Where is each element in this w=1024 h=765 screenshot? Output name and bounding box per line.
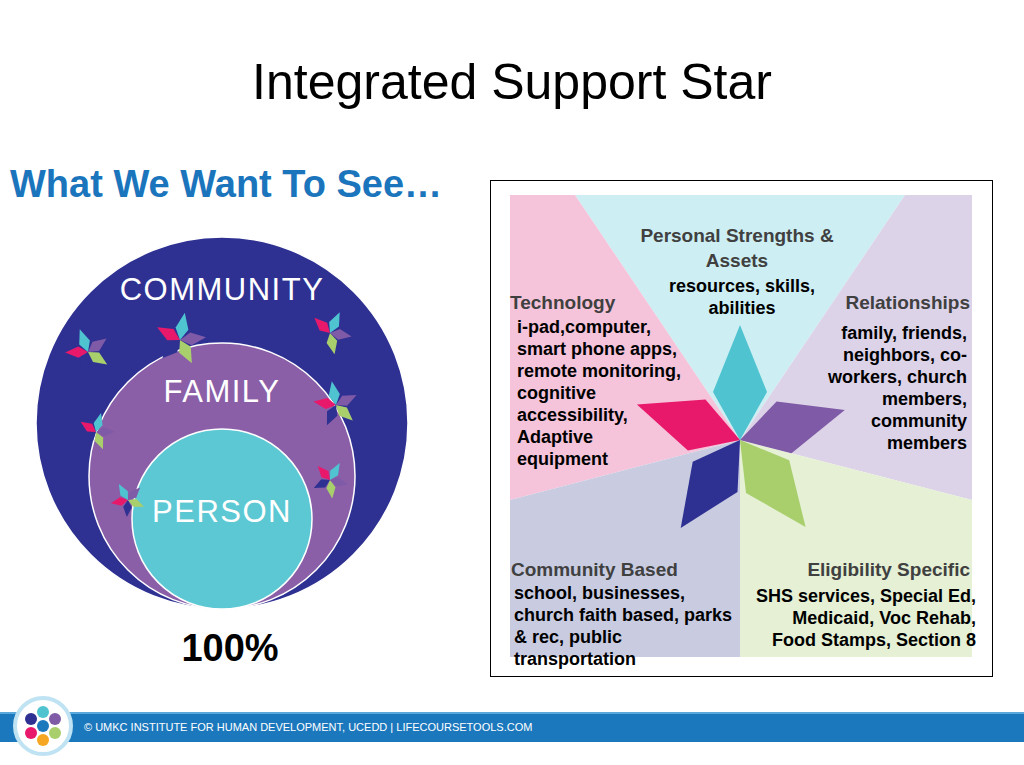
- mini-star: [59, 322, 115, 377]
- logo-dot: [25, 727, 37, 739]
- circle-shape: [36, 237, 408, 609]
- sector-heading: Eligibility Specific: [750, 557, 970, 582]
- star-frame: [491, 181, 993, 677]
- circle-label: PERSON: [131, 496, 313, 528]
- circle-shape: [132, 429, 312, 609]
- logo-dot: [49, 713, 61, 725]
- community-circle: COMMUNITY FAMILY PERSON: [35, 236, 409, 610]
- mini-star: [152, 309, 210, 366]
- sector-heading: Personal Strengths & Assets: [637, 223, 837, 273]
- logo-dot: [25, 713, 37, 725]
- logo-dot: [49, 727, 61, 739]
- sector-body: resources, skills, abilities: [655, 275, 830, 319]
- person-circle: PERSON: [131, 428, 313, 610]
- sector-heading: Relationships: [770, 290, 970, 315]
- sector-body: school, businesses, church faith based, …: [514, 582, 740, 670]
- family-circle: FAMILY PERSON: [88, 342, 356, 610]
- footer-credit: © UMKC INSTITUTE FOR HUMAN DEVELOPMENT, …: [84, 720, 784, 734]
- sector-body: SHS services, Special Ed, Medicaid, Voc …: [752, 585, 976, 651]
- eligibility-sector: Eligibility SpecificSHS services, Specia…: [740, 440, 976, 657]
- mini-star: [307, 454, 355, 502]
- mini-star: [75, 409, 118, 451]
- mini-star: [304, 303, 359, 357]
- sector-body: family, friends, neighbors, co-workers, …: [807, 322, 967, 454]
- circle-label: FAMILY: [88, 376, 356, 408]
- circle-label: COMMUNITY: [35, 274, 409, 306]
- support-star: [637, 325, 845, 528]
- sector-heading: Technology: [510, 290, 710, 315]
- percent-label: 100%: [130, 626, 330, 670]
- mini-star: [310, 377, 360, 427]
- sector-heading: Community Based: [511, 557, 731, 582]
- logo-dot: [37, 720, 49, 732]
- page-title: Integrated Support Star: [0, 53, 1024, 111]
- logo-ring: [15, 698, 71, 754]
- logo-dot: [37, 734, 49, 746]
- footer-band: [0, 712, 1024, 742]
- footer-band-edge: [0, 712, 1024, 714]
- mini-star: [105, 476, 150, 521]
- logo-dot: [37, 706, 49, 718]
- sector-body: i-pad,computer, smart phone apps, remote…: [517, 316, 686, 470]
- circle-shape: [89, 343, 355, 609]
- community-sector: Community Basedschool, businesses, churc…: [510, 440, 740, 675]
